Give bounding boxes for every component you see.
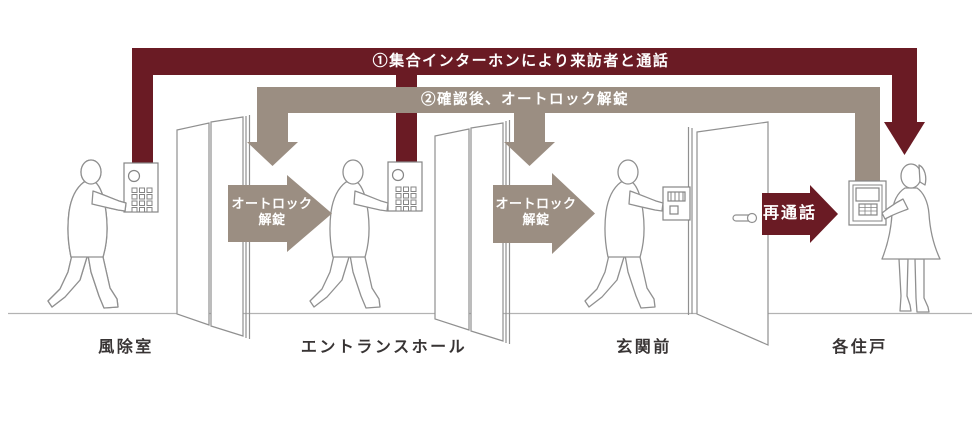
visitor-silhouette-2 bbox=[309, 159, 389, 309]
collective-intercom-panel-1 bbox=[123, 162, 159, 213]
autolock-label-1-line1: オートロック bbox=[231, 195, 313, 211]
step2-down-arrowhead-icon bbox=[504, 142, 555, 166]
autolock-arrow-2 bbox=[493, 173, 595, 254]
autolock-label-2-line1: オートロック bbox=[495, 195, 577, 211]
door-panel-icon bbox=[210, 116, 244, 337]
autolock-label-2: オートロック 解錠 bbox=[495, 196, 576, 229]
keypad-grid-icon bbox=[131, 187, 153, 213]
step2-down-arrowhead-icon bbox=[247, 142, 298, 166]
autolock-label-1-line2: 解錠 bbox=[258, 212, 286, 227]
speaker-grille-icon bbox=[667, 191, 686, 202]
sliding-door-2 bbox=[434, 120, 511, 344]
recall-label: 再通話 bbox=[762, 205, 818, 222]
collective-intercom-panel-2 bbox=[387, 161, 423, 212]
monitor-screen-icon bbox=[855, 187, 880, 202]
hair-icon bbox=[918, 164, 927, 186]
autolock-label-1: オートロック 解錠 bbox=[231, 196, 312, 229]
sliding-door-1 bbox=[176, 115, 251, 339]
door-handle-icon bbox=[746, 212, 758, 224]
door-panel-icon bbox=[470, 122, 504, 342]
location-label-entrance-hall: エントランスホール bbox=[300, 339, 468, 356]
call-button-icon bbox=[669, 205, 679, 215]
step1-band bbox=[132, 48, 917, 75]
step2-connector-mid bbox=[514, 113, 545, 143]
visitor-silhouette-1 bbox=[47, 159, 127, 309]
keypad-grid-icon bbox=[858, 203, 878, 216]
door-intercom-unit bbox=[662, 186, 691, 221]
step1-label: ①集合インターホンにより来訪者と通話 bbox=[372, 53, 670, 70]
step1-arrowhead-icon bbox=[884, 122, 925, 155]
location-label-front-door: 玄関前 bbox=[616, 339, 672, 356]
door-panel-icon bbox=[176, 122, 210, 326]
door-leaf-icon bbox=[696, 121, 769, 346]
step2-connector-left bbox=[257, 113, 288, 143]
step2-band bbox=[257, 87, 880, 113]
resident-silhouette bbox=[881, 163, 941, 313]
door-panel-icon bbox=[434, 128, 470, 331]
visitor-silhouette-3 bbox=[584, 159, 664, 309]
autolock-label-2-line2: 解錠 bbox=[522, 212, 550, 227]
autolock-arrow-1 bbox=[228, 175, 332, 252]
step1-connector-left bbox=[132, 75, 153, 165]
step1-connector-right bbox=[892, 75, 917, 122]
step2-flow-band bbox=[247, 87, 880, 181]
room-intercom-unit bbox=[848, 180, 887, 226]
step2-label: ②確認後、オートロック解錠 bbox=[421, 91, 629, 108]
hinged-door bbox=[687, 121, 769, 346]
recall-arrow bbox=[762, 185, 838, 243]
location-label-each-residence: 各住戸 bbox=[832, 339, 888, 356]
step2-connector-right bbox=[855, 113, 880, 181]
location-label-windbreak-room: 風除室 bbox=[98, 339, 154, 356]
